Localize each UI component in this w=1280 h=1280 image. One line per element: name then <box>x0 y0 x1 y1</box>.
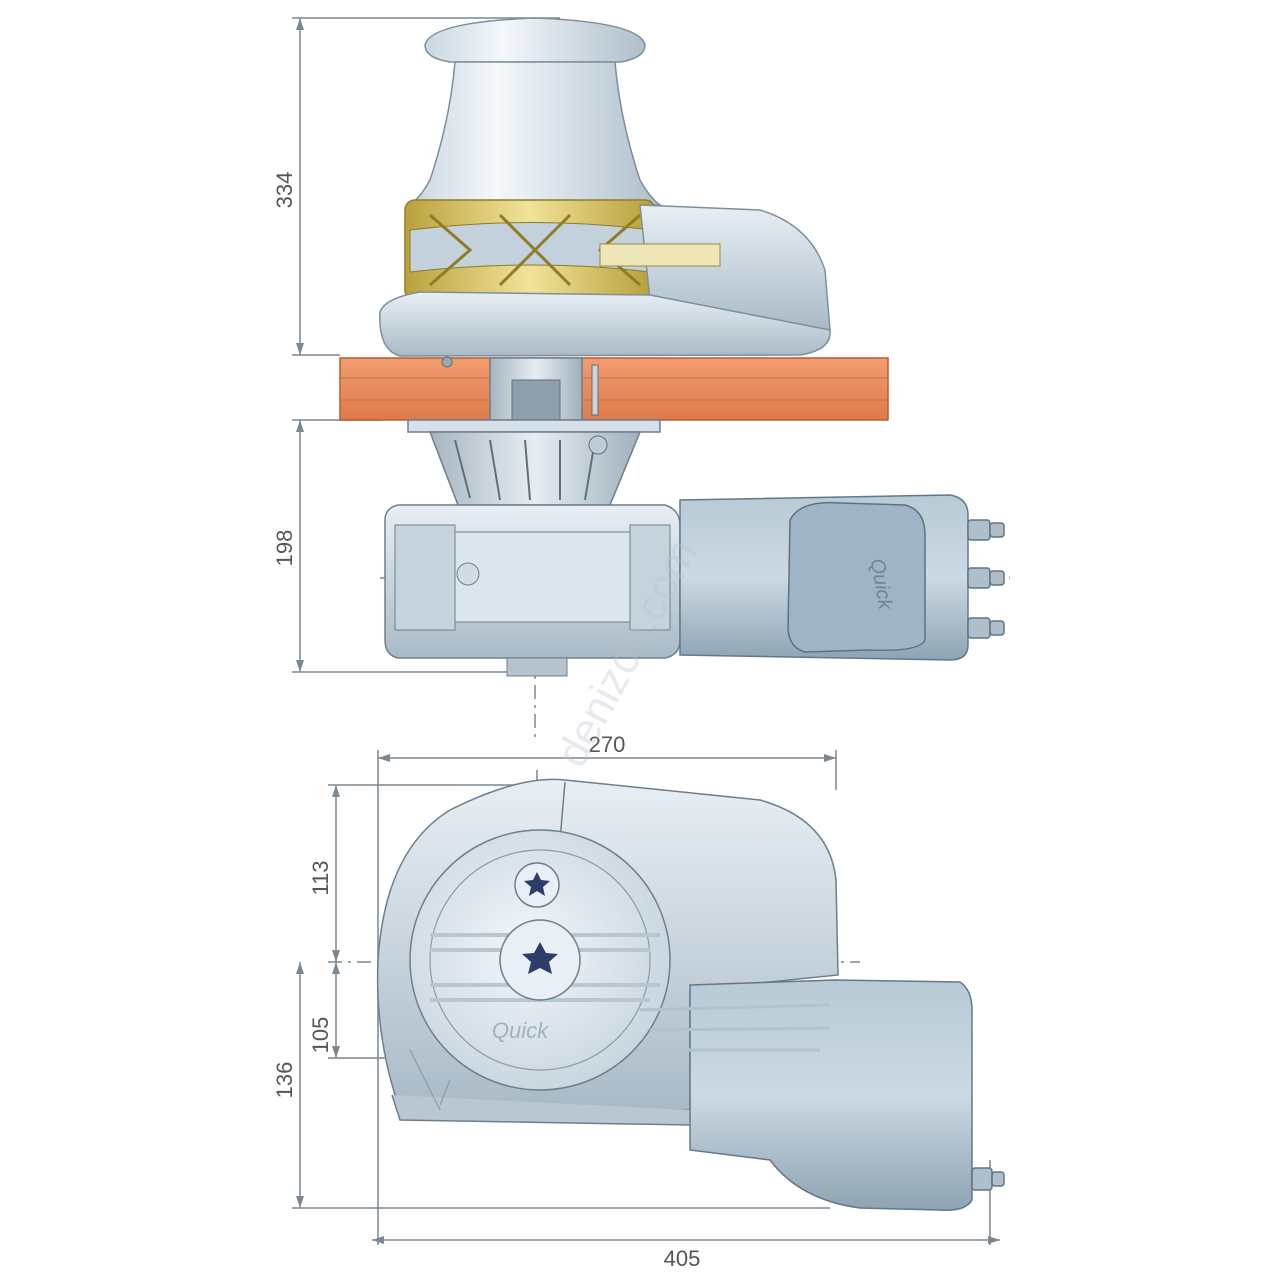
clutch-star-icon <box>522 942 558 974</box>
dimension-arrows <box>296 18 1000 1244</box>
gypsy-chain-wheel <box>404 199 656 301</box>
elevation-view: Quick <box>339 17 1005 677</box>
dim-label-top-height: 334 <box>272 172 297 209</box>
dim-label-width-top: 270 <box>589 732 626 757</box>
dim-label-overall-width: 405 <box>664 1246 701 1271</box>
gear-housing-flange <box>407 419 661 433</box>
motor-cover-badge <box>787 501 926 653</box>
plan-motor-housing <box>689 979 973 1212</box>
dim-label-left-upper: 113 <box>308 860 333 895</box>
windlass-base <box>379 291 831 357</box>
plan-terminal <box>971 1167 993 1191</box>
plan-logo: Quick <box>492 1018 549 1043</box>
stripper-bar <box>599 243 721 267</box>
motor-terminals <box>967 519 1005 639</box>
chain-stripper-arm <box>639 204 831 331</box>
capstan-drum <box>407 61 663 206</box>
capstan-cap <box>424 17 646 63</box>
plan-view: Quick <box>376 778 1005 1212</box>
dim-label-motor-height: 198 <box>272 530 297 567</box>
deck-plank <box>339 357 889 421</box>
dim-label-left-middle: 105 <box>308 1017 333 1054</box>
capstan-star-icon <box>524 872 550 896</box>
dim-label-left-total: 136 <box>272 1062 297 1099</box>
